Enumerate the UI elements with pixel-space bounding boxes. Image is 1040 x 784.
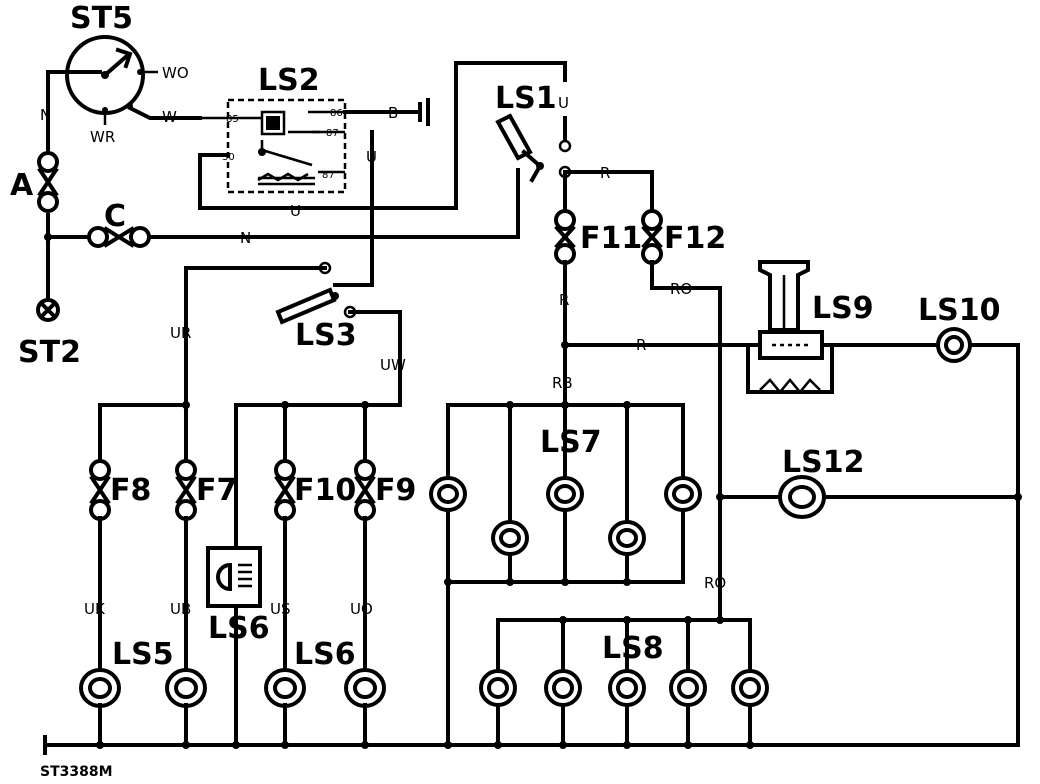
lamp [491, 520, 529, 556]
lamp-group-ls7 [429, 476, 702, 556]
junction-dots [44, 233, 1022, 749]
switch-ls1 [495, 113, 572, 183]
lamp-ls12 [778, 475, 826, 519]
fuse-f11 [554, 209, 576, 265]
wire-label-r-f11: R [559, 291, 569, 309]
wire-label-rb: RB [552, 374, 573, 392]
label-f9: F9 [375, 473, 416, 508]
fuse-f7 [175, 459, 197, 521]
wire-label-ro-f12: RO [670, 280, 692, 298]
label-ls6-indicator: LS6 [208, 611, 270, 646]
warning-lamp-st2 [36, 298, 60, 322]
fuse-a [37, 151, 59, 213]
fuse-c [87, 226, 151, 248]
label-ls9: LS9 [812, 291, 874, 326]
terminal-30: 30 [222, 152, 235, 163]
wire-label-us: US [270, 600, 291, 618]
label-ls8: LS8 [602, 631, 664, 666]
lamp [546, 476, 584, 512]
lamp [664, 476, 702, 512]
lamp-group-ls8 [479, 669, 769, 707]
lamp [344, 668, 386, 708]
wire-label-wo: WO [162, 64, 189, 82]
label-f11: F11 [580, 221, 642, 256]
wire-label-n: N [40, 106, 51, 124]
lamp [608, 520, 646, 556]
label-f12: F12 [664, 221, 726, 256]
switch-ls3 [275, 261, 357, 325]
wire-label-u-loop: U [290, 202, 301, 220]
fuses [37, 151, 663, 521]
lamp [544, 669, 582, 707]
fuse-f10 [274, 459, 296, 521]
label-f10: F10 [294, 473, 356, 508]
terminal-87b: 87 [322, 170, 335, 181]
wire-network [43, 61, 1020, 755]
wire-label-wr: WR [90, 128, 115, 146]
label-ls3: LS3 [295, 318, 357, 353]
lamp-row-bottom [79, 668, 386, 708]
wire-label-u-ls2: U [366, 148, 377, 166]
label-ls12: LS12 [782, 445, 864, 480]
component-labels: ST5 LS2 LS1 A C ST2 LS3 F11 F12 LS9 LS10… [10, 1, 1000, 672]
label-ls5: LS5 [112, 637, 174, 672]
wire-label-b: B [388, 104, 398, 122]
lamp [669, 669, 707, 707]
lamp-ls9 [746, 260, 834, 394]
wire-label-w: W [162, 108, 177, 126]
lamp-ls6 [264, 668, 306, 708]
wire-label-r-mid: R [636, 336, 646, 354]
wire-label-u-ls1: U [558, 94, 569, 112]
wire-label-n-mid: N [240, 229, 251, 247]
fuse-f9 [354, 459, 376, 521]
label-st5: ST5 [70, 1, 133, 36]
wire-label-ro-low: RO [704, 574, 726, 592]
wire-label-uo: UO [350, 600, 373, 618]
lamp-ls10 [936, 327, 972, 363]
label-ls7: LS7 [540, 425, 602, 460]
label-ls1: LS1 [495, 81, 557, 116]
headlamp-indicator-ls6 [206, 546, 262, 608]
lamp [479, 669, 517, 707]
lamp [731, 669, 769, 707]
fuse-f8 [89, 459, 111, 521]
lamp [429, 476, 467, 512]
label-f8: F8 [110, 473, 151, 508]
label-a: A [10, 168, 34, 203]
terminal-86: 86 [330, 108, 343, 119]
terminal-87: 87 [326, 128, 339, 139]
wire-label-uw: UW [380, 356, 406, 374]
fuse-f12 [641, 209, 663, 265]
lamp [608, 669, 646, 707]
label-ls10: LS10 [918, 293, 1000, 328]
figure-reference: ST3388M [40, 764, 113, 780]
wire-label-uk: UK [84, 600, 106, 618]
relay-terminal-labels: 85 86 87 30 87 [222, 108, 343, 181]
label-ls6: LS6 [294, 637, 356, 672]
label-st2: ST2 [18, 335, 81, 370]
terminal-85: 85 [226, 114, 239, 125]
wire-labels: N WO W WR B U U U N R R RO R RB UR UW UK… [40, 64, 726, 618]
label-ls2: LS2 [258, 63, 320, 98]
ignition-switch-st5 [65, 35, 145, 115]
wire-label-r-top: R [600, 164, 610, 182]
relay-ls2 [200, 98, 347, 194]
wire-label-ub: UB [170, 600, 191, 618]
lamp-ls5 [79, 668, 121, 708]
lamp [165, 668, 207, 708]
label-c: C [104, 199, 126, 234]
label-f7: F7 [196, 473, 237, 508]
wire-label-ur: UR [170, 324, 191, 342]
